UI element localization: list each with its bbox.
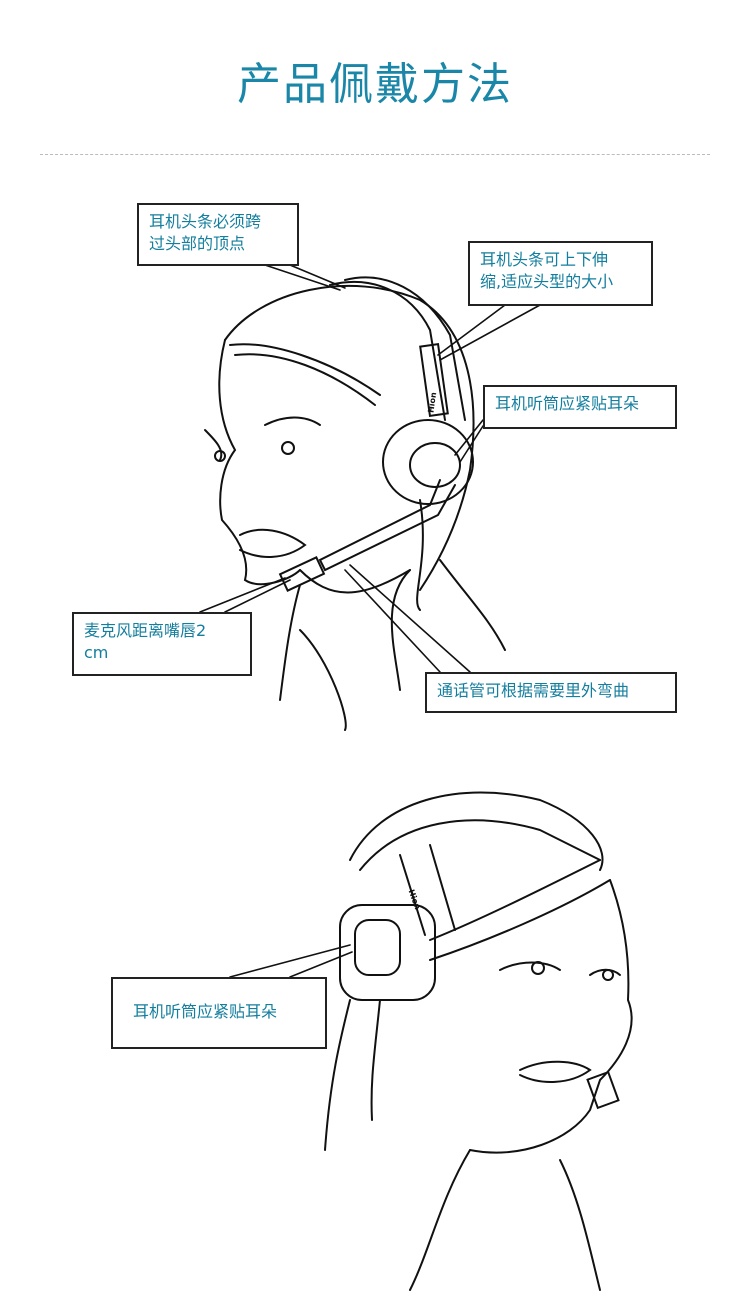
callout-headband-adjust: 耳机头条可上下伸 缩,适应头型的大小 [468,241,653,306]
callout-pointers [199,264,541,978]
figure-side-view [324,791,633,1291]
callout-mic-distance: 麦克风距离嘴唇2 cm [72,612,252,676]
callout-boom-bend: 通话管可根据需要里外弯曲 [425,672,677,713]
page-title: 产品佩戴方法 [237,59,513,110]
divider [40,154,710,155]
callout-earpiece-fit-1: 耳机听筒应紧贴耳朵 [483,385,677,429]
figure-front-view [204,276,506,731]
callout-headband-top: 耳机头条必须跨 过头部的顶点 [137,203,299,266]
callout-earpiece-fit-2: 耳机听筒应紧贴耳朵 [111,977,327,1049]
